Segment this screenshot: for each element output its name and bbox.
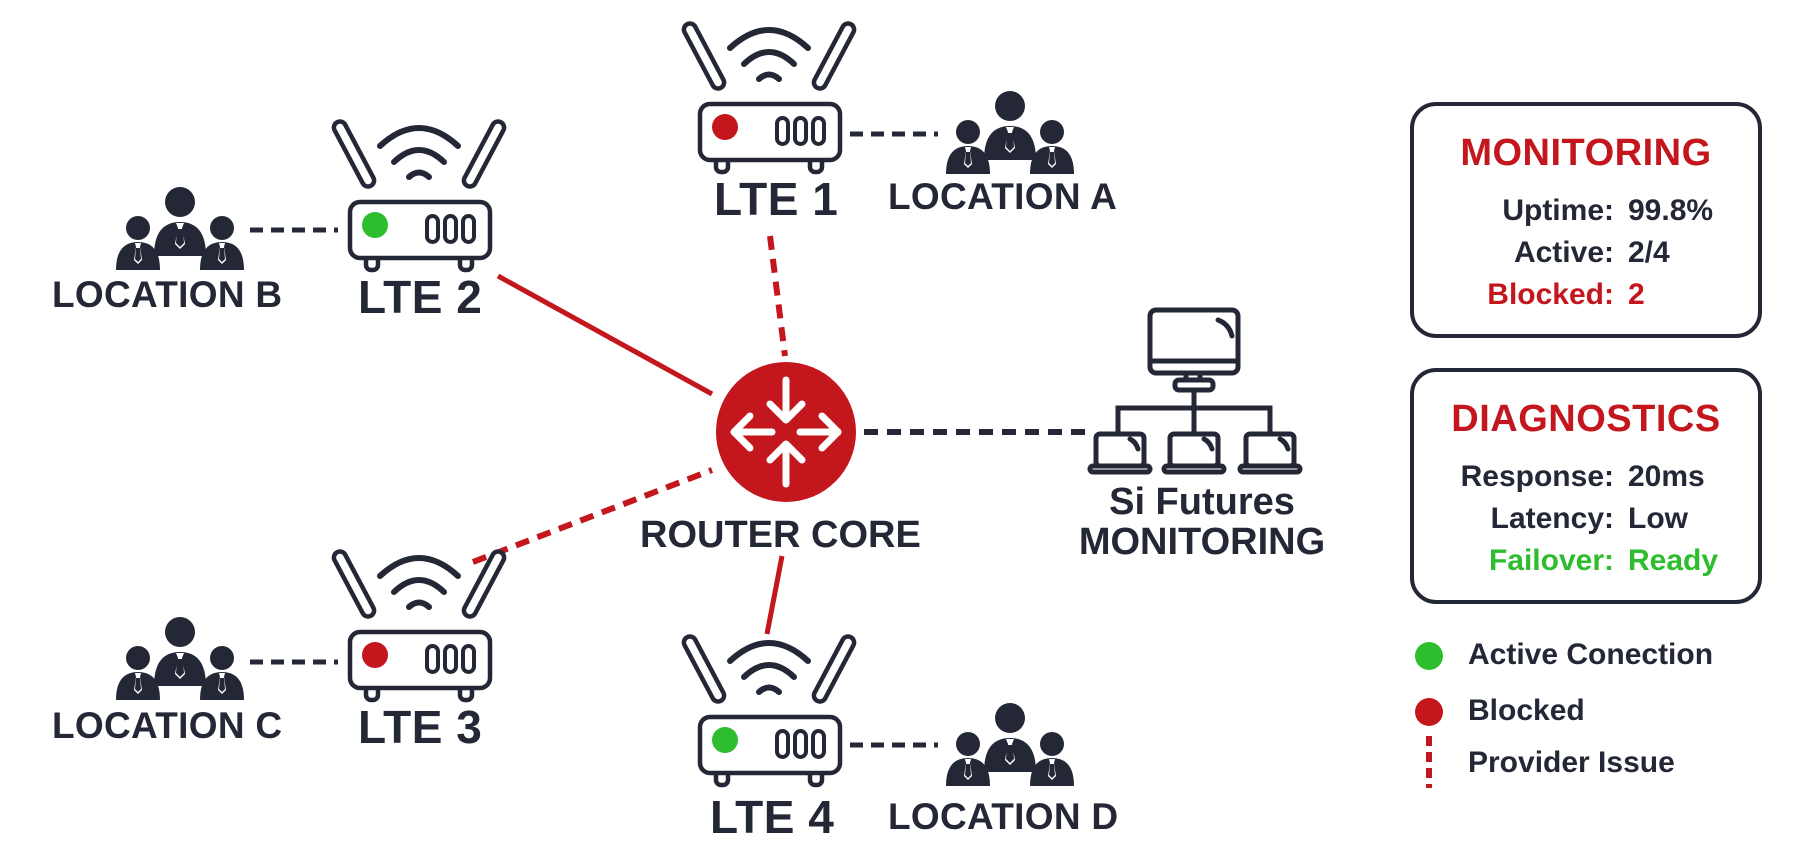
router-core-label: ROUTER CORE xyxy=(640,514,921,556)
monitoring-panel: MONITORING Uptime: 99.8% Active: 2/4 Block… xyxy=(1410,102,1762,338)
legend-item-blocked: Blocked xyxy=(1468,694,1585,727)
stat-value: 2 xyxy=(1628,278,1645,311)
stat-value: 99.8% xyxy=(1628,194,1714,227)
people-location-a-icon xyxy=(946,91,1074,174)
location-label-a: LOCATION A xyxy=(888,176,1118,217)
link-lte2-core xyxy=(496,273,714,397)
monitoring-panel-title: MONITORING xyxy=(1460,132,1712,174)
router-lte1-icon[interactable] xyxy=(682,21,856,172)
stat-row-latency: Latency: Low xyxy=(1424,502,1688,536)
stat-key: Failover: xyxy=(1488,544,1614,577)
router-label-lte2: LTE 2 xyxy=(358,271,483,323)
location-label-d: LOCATION D xyxy=(888,796,1119,837)
network-hierarchy-icon[interactable] xyxy=(1087,307,1303,475)
monitoring-node-line2: MONITORING xyxy=(1078,521,1326,563)
router-lte4-icon[interactable] xyxy=(682,634,856,785)
status-dot-blocked xyxy=(362,642,388,668)
router-label-lte4: LTE 4 xyxy=(710,791,835,843)
status-dot-blocked xyxy=(712,114,738,140)
status-dot-active xyxy=(362,212,388,238)
stat-row-uptime: Uptime: 99.8% xyxy=(1434,194,1713,228)
stat-key: Latency: xyxy=(1490,502,1614,535)
router-core-icon[interactable] xyxy=(716,362,856,502)
stat-row-active: Active: 2/4 xyxy=(1434,236,1670,270)
router-lte3-icon[interactable] xyxy=(332,549,506,700)
stat-value: 20ms xyxy=(1628,460,1705,493)
location-label-b: LOCATION B xyxy=(52,274,283,315)
diagnostics-panel-title: DIAGNOSTICS xyxy=(1451,398,1721,440)
legend-red-dot-icon xyxy=(1415,698,1443,726)
monitoring-node-line1: Si Futures xyxy=(1109,481,1295,523)
stat-value: Low xyxy=(1628,502,1688,535)
location-label-c: LOCATION C xyxy=(52,705,283,746)
stat-key: Uptime: xyxy=(1502,194,1614,227)
router-label-lte3: LTE 3 xyxy=(358,701,483,753)
link-lte4-core xyxy=(764,555,785,635)
status-dot-active xyxy=(712,727,738,753)
diagnostics-panel: DIAGNOSTICS Response: 20ms Latency: Low Fa… xyxy=(1410,368,1762,604)
legend-item-provider-issue: Provider Issue xyxy=(1468,746,1675,779)
legend-green-dot-icon xyxy=(1415,642,1443,670)
people-location-b-icon xyxy=(116,187,244,270)
stat-key: Response: xyxy=(1460,460,1614,493)
router-lte2-icon[interactable] xyxy=(332,119,506,270)
link-lte3-core xyxy=(471,467,714,565)
people-location-d-icon xyxy=(946,703,1074,786)
stat-key: Active: xyxy=(1513,236,1614,269)
monitoring-node-label: Si Futures MONITORING xyxy=(1062,482,1342,562)
people-location-c-icon xyxy=(116,617,244,700)
stat-row-blocked: Blocked: 2 xyxy=(1434,278,1645,312)
stat-row-response: Response: 20ms xyxy=(1424,460,1705,494)
stat-key: Blocked: xyxy=(1487,278,1614,311)
router-label-lte1: LTE 1 xyxy=(714,173,839,225)
link-lte1-core xyxy=(767,235,788,357)
legend-item-active: Active Conection xyxy=(1468,638,1714,671)
stat-value: 2/4 xyxy=(1628,236,1670,269)
stat-value: Ready xyxy=(1628,544,1719,577)
stat-row-failover: Failover: Ready xyxy=(1424,544,1718,578)
